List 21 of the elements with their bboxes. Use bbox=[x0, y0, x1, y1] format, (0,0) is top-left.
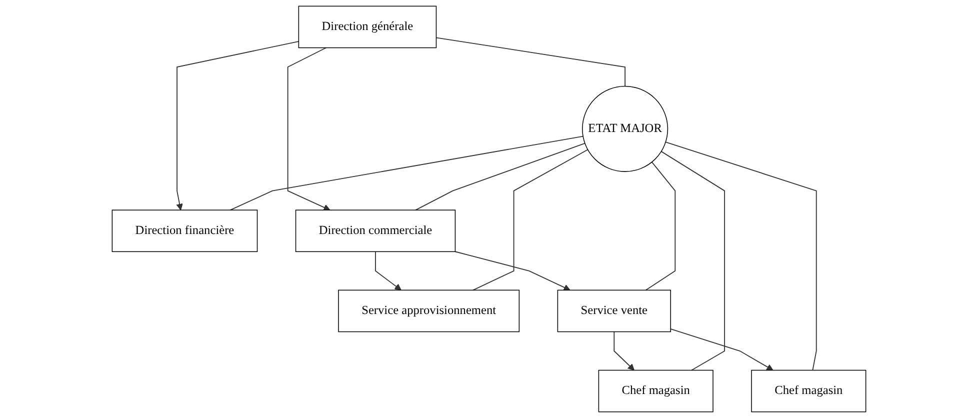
connector bbox=[415, 142, 586, 211]
connector bbox=[665, 142, 817, 371]
connector bbox=[436, 37, 626, 87]
arrow bbox=[287, 47, 330, 211]
node-box: Direction générale bbox=[298, 6, 437, 48]
arrow bbox=[614, 331, 634, 371]
connector bbox=[645, 162, 676, 291]
connector bbox=[230, 136, 584, 211]
node-box: Chef magasin bbox=[751, 370, 866, 412]
arrow bbox=[375, 251, 402, 290]
node-box: Direction financière bbox=[112, 210, 258, 252]
connector bbox=[660, 150, 726, 371]
arrow bbox=[454, 251, 570, 291]
connector bbox=[472, 149, 588, 291]
node-box: Chef magasin bbox=[598, 370, 714, 412]
node-box: Service vente bbox=[557, 290, 671, 332]
arrow bbox=[176, 40, 300, 210]
node-circle: ETAT MAJOR bbox=[582, 86, 668, 172]
arrow bbox=[670, 328, 774, 371]
node-box: Service approvisionnement bbox=[338, 290, 520, 332]
node-box: Direction commerciale bbox=[295, 210, 456, 252]
